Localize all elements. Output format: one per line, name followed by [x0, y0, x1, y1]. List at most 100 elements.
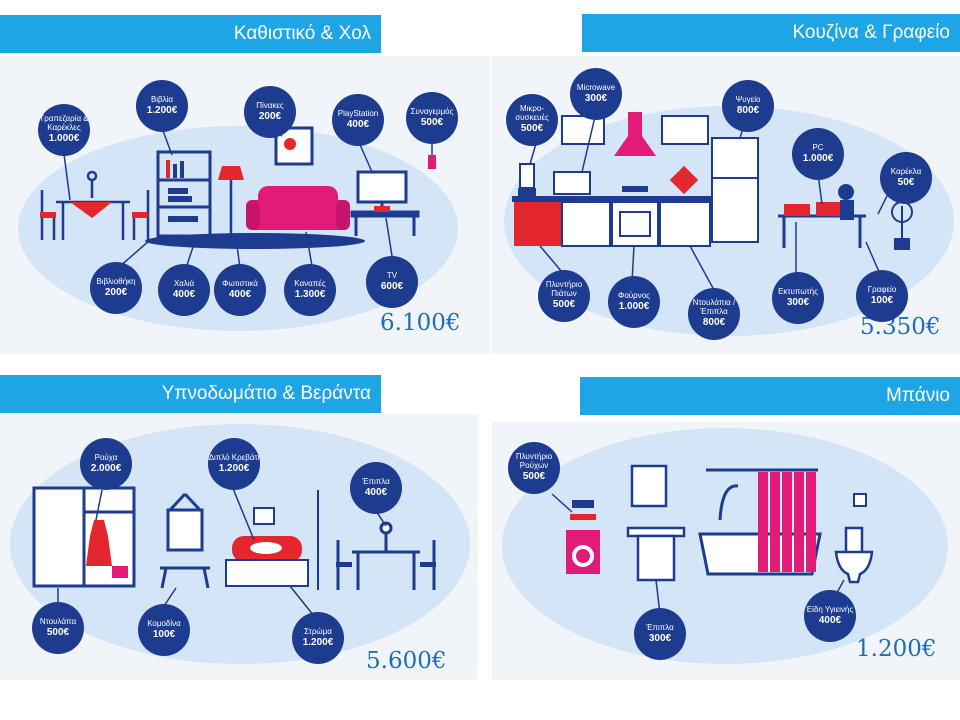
- upper-cabinets-icon: [561, 115, 709, 145]
- bookcase-label: Βιβλιοθήκη: [96, 276, 136, 286]
- lighting-label: Φωτιστικά: [222, 278, 258, 288]
- living-room-total: 6.100€: [380, 310, 461, 336]
- fridge-label: Ψυγείο: [735, 94, 761, 104]
- chair-price: 50€: [897, 176, 915, 188]
- sofa-label: Καναπές: [294, 278, 326, 288]
- sofa-icon: [246, 186, 350, 230]
- dishwasher-price: 500€: [552, 299, 576, 311]
- bath-furniture-price: 300€: [648, 632, 672, 644]
- lower-cabinets-icon: [561, 201, 711, 247]
- boxes-icon: [112, 566, 128, 578]
- cabinets-label: Ντουλάπια /Έπιπλα: [692, 298, 736, 316]
- microwave-label: Microwave: [576, 82, 616, 92]
- sanitary-ware-label: Είδη Υγιεινής: [806, 604, 854, 614]
- washing-machine-icon: [566, 500, 600, 574]
- hood-icon: [614, 112, 656, 156]
- double-bed-price: 1.200€: [218, 462, 250, 474]
- clothes-label: Ρούχα: [94, 452, 118, 462]
- nightstand-icon: [160, 566, 210, 589]
- dishwasher-label: Πλυντήριο Πιάτων: [545, 280, 583, 298]
- dining-table-icon: [40, 170, 150, 240]
- books-price: 1.200€: [146, 104, 178, 116]
- desk-price: 100€: [870, 294, 894, 306]
- nightstands-label: Κομοδίνα: [147, 618, 181, 628]
- printer-icon: [784, 204, 810, 216]
- double-bed-icon: [225, 536, 309, 587]
- appliances-price: 500€: [520, 123, 544, 135]
- desk-label: Γραφείο: [867, 284, 897, 294]
- veranda-furniture-label: Έπιπλα: [362, 476, 390, 486]
- fridge-price: 800€: [736, 104, 760, 116]
- clock-icon: [253, 507, 275, 525]
- dining-table-label: Τραπεζαρία & Καρέκλες: [39, 114, 89, 132]
- person-icon: [838, 184, 854, 220]
- tv-label: TV: [386, 270, 398, 280]
- chair-label: Καρέκλα: [890, 166, 922, 176]
- kitchen-header: Κουζίνα & Γραφείο: [582, 14, 960, 52]
- shower-curtain-icon: [758, 472, 816, 572]
- tiles-icon: [669, 165, 699, 195]
- tv-icon: [350, 170, 420, 236]
- books-label: Βιβλία: [150, 94, 174, 104]
- fridge-icon: [711, 137, 759, 243]
- printer-label: Εκτυπωτής: [778, 286, 818, 296]
- rugs-price: 400€: [172, 288, 196, 300]
- mattress-label: Στρώμα: [304, 626, 332, 636]
- washing-machine-price: 500€: [522, 471, 546, 483]
- microwave-icon: [553, 171, 591, 195]
- dining-table-price: 1.000€: [48, 133, 80, 145]
- wardrobe-label: Ντουλάπα: [39, 616, 77, 626]
- living-room-header: Καθιστικό & Χολ: [0, 15, 381, 53]
- pc-label: PC: [812, 142, 824, 152]
- cabinets-price: 800€: [702, 317, 726, 329]
- double-bed-label: Διπλό Κρεβάτι: [208, 452, 260, 462]
- wardrobe-price: 500€: [46, 626, 70, 638]
- mattress-price: 1.200€: [302, 636, 334, 648]
- nightstands-price: 100€: [152, 628, 176, 640]
- microwave-price: 300€: [584, 92, 608, 104]
- bookcase-price: 200€: [104, 286, 128, 298]
- bathroom-header: Μπάνιο: [580, 377, 960, 415]
- tv-price: 600€: [380, 280, 404, 292]
- laptop-icon: [816, 202, 840, 216]
- toilet-icon: [834, 526, 874, 584]
- sanitary-ware-price: 400€: [818, 614, 842, 626]
- dishwasher-icon: [514, 202, 562, 246]
- bath-furniture-label: Έπιπλα: [646, 622, 674, 632]
- rugs-label: Χαλιά: [173, 278, 195, 288]
- floor-lamp-icon: [218, 166, 244, 238]
- veranda-table-icon: [336, 521, 436, 590]
- pc-price: 1.000€: [802, 152, 834, 164]
- rug-icon: [145, 233, 365, 249]
- alarm-label: Συναγερμός: [410, 106, 454, 116]
- oven-price: 1.000€: [618, 300, 650, 312]
